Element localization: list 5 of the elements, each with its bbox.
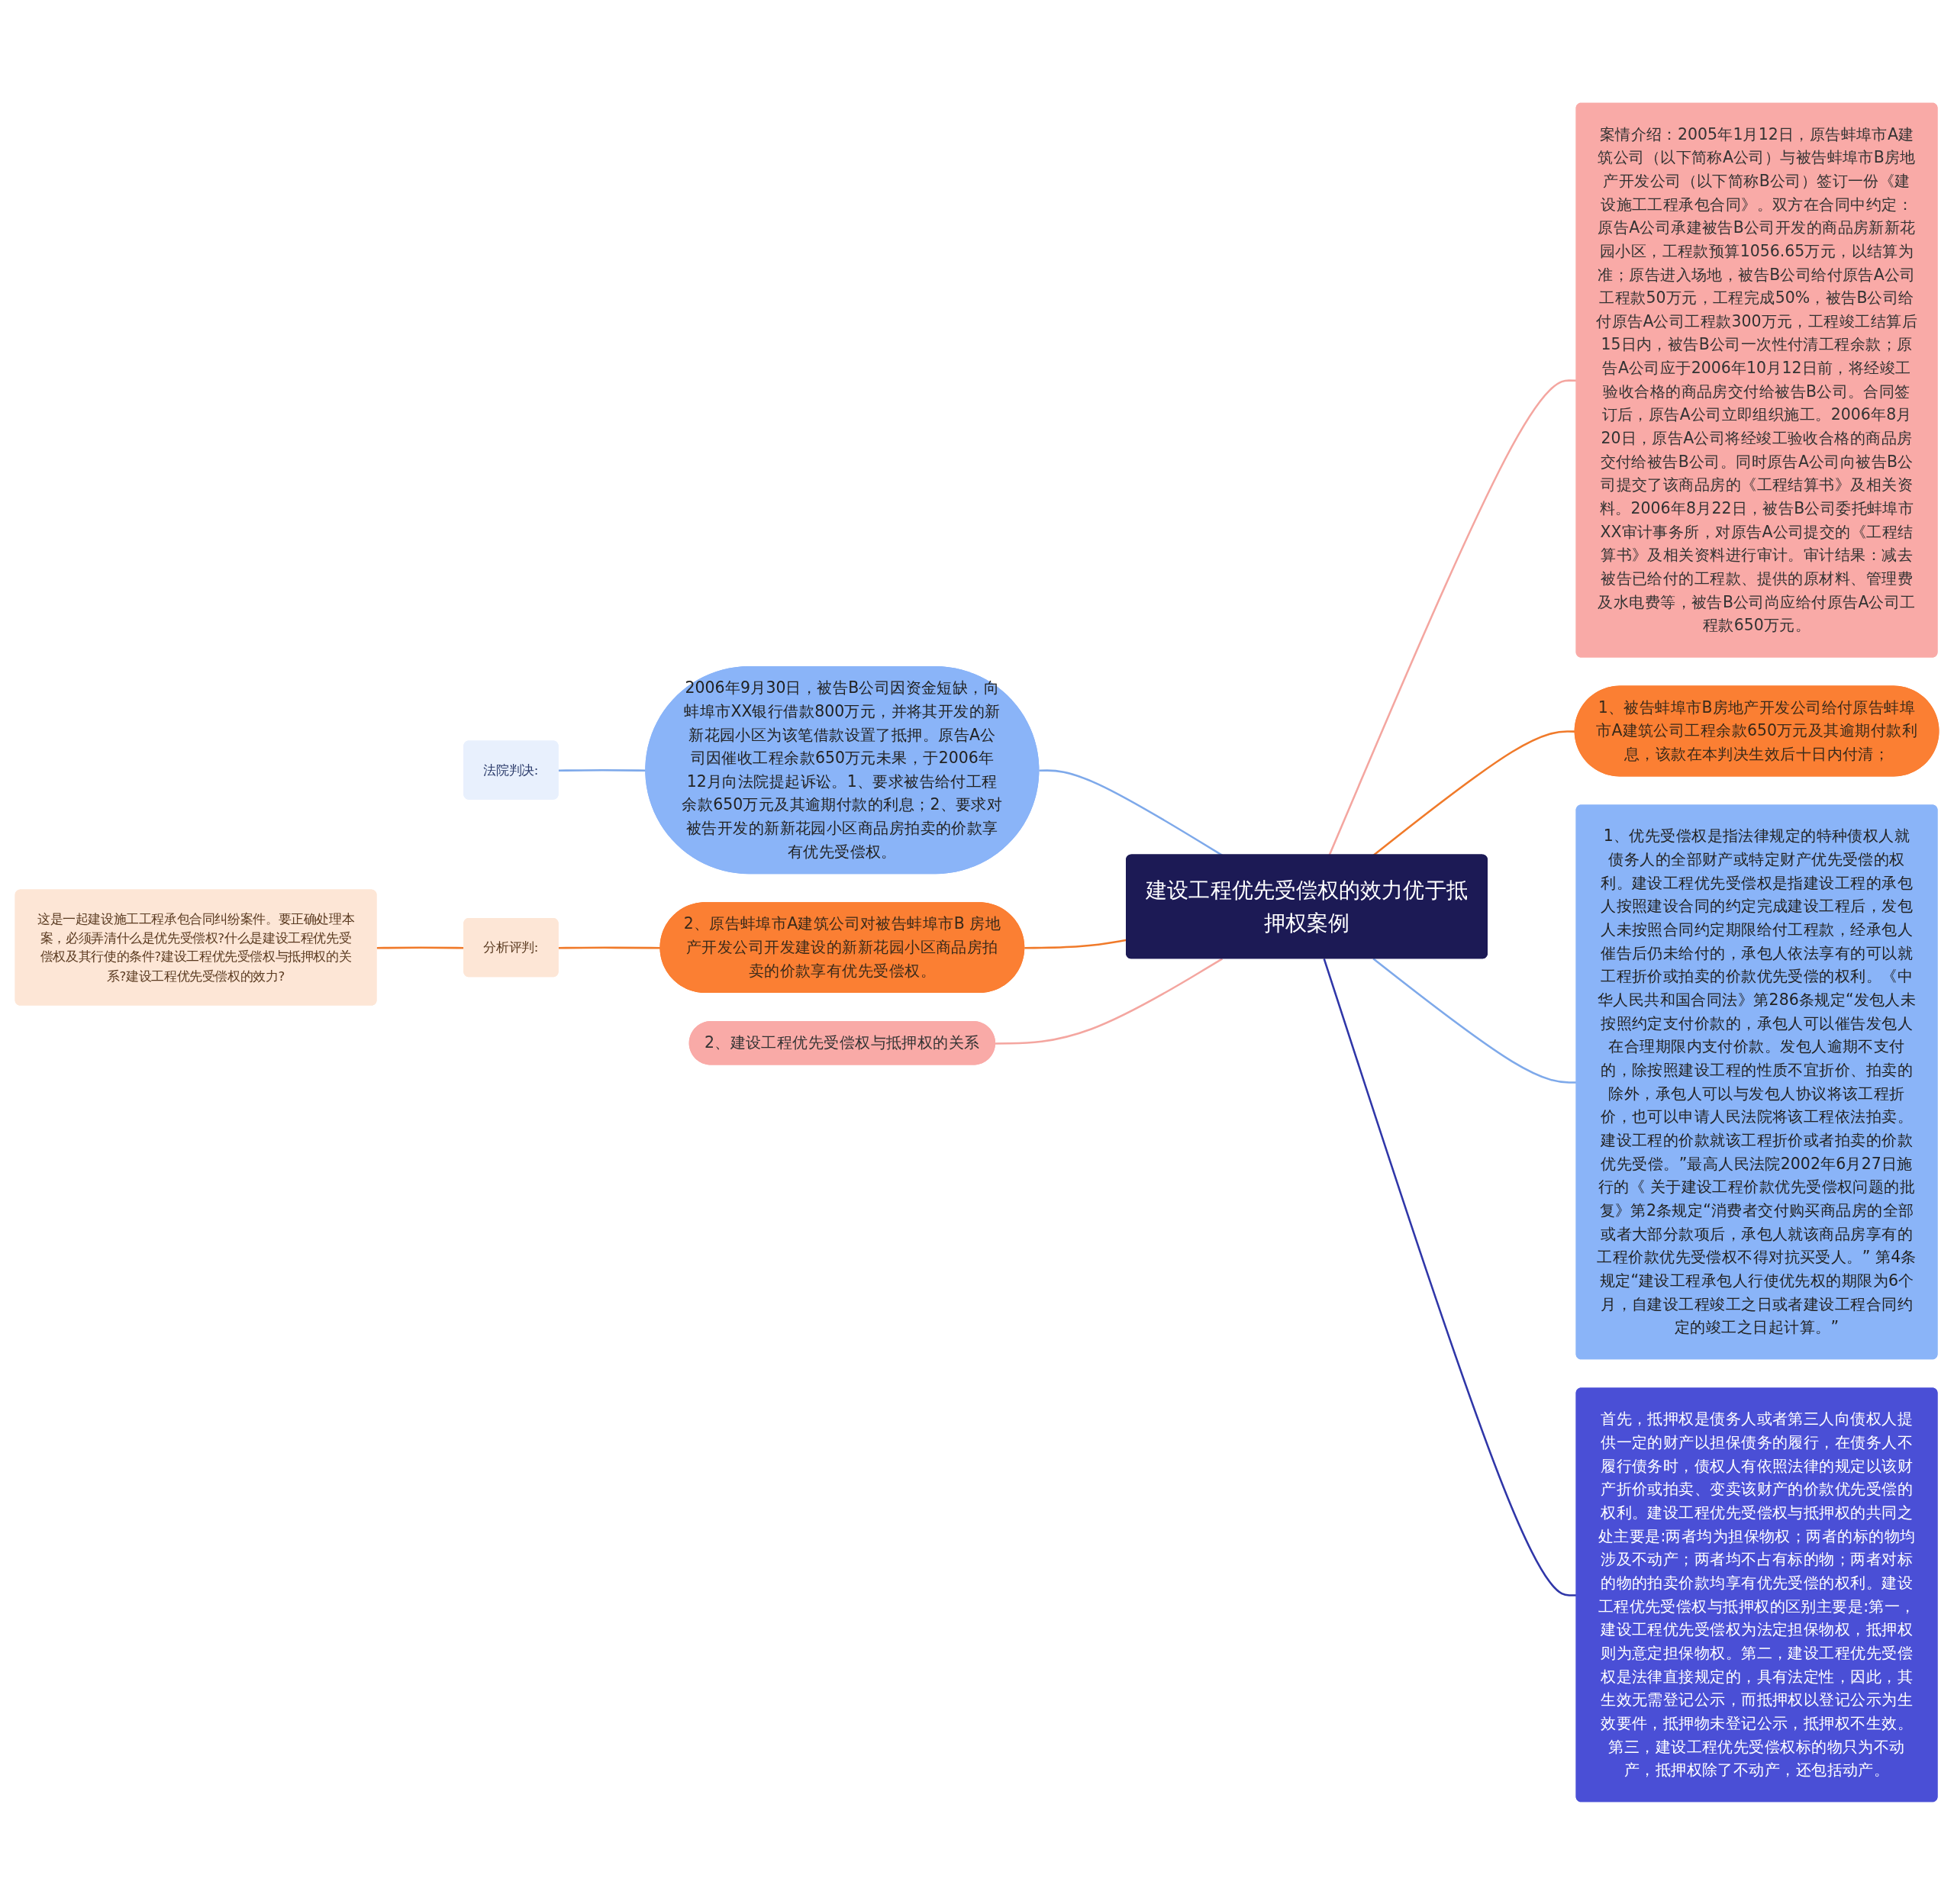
connector: [1328, 379, 1577, 855]
connector: [558, 946, 661, 949]
connector: [1372, 957, 1577, 1084]
connector: [995, 957, 1224, 1045]
connector: [1323, 958, 1577, 1596]
